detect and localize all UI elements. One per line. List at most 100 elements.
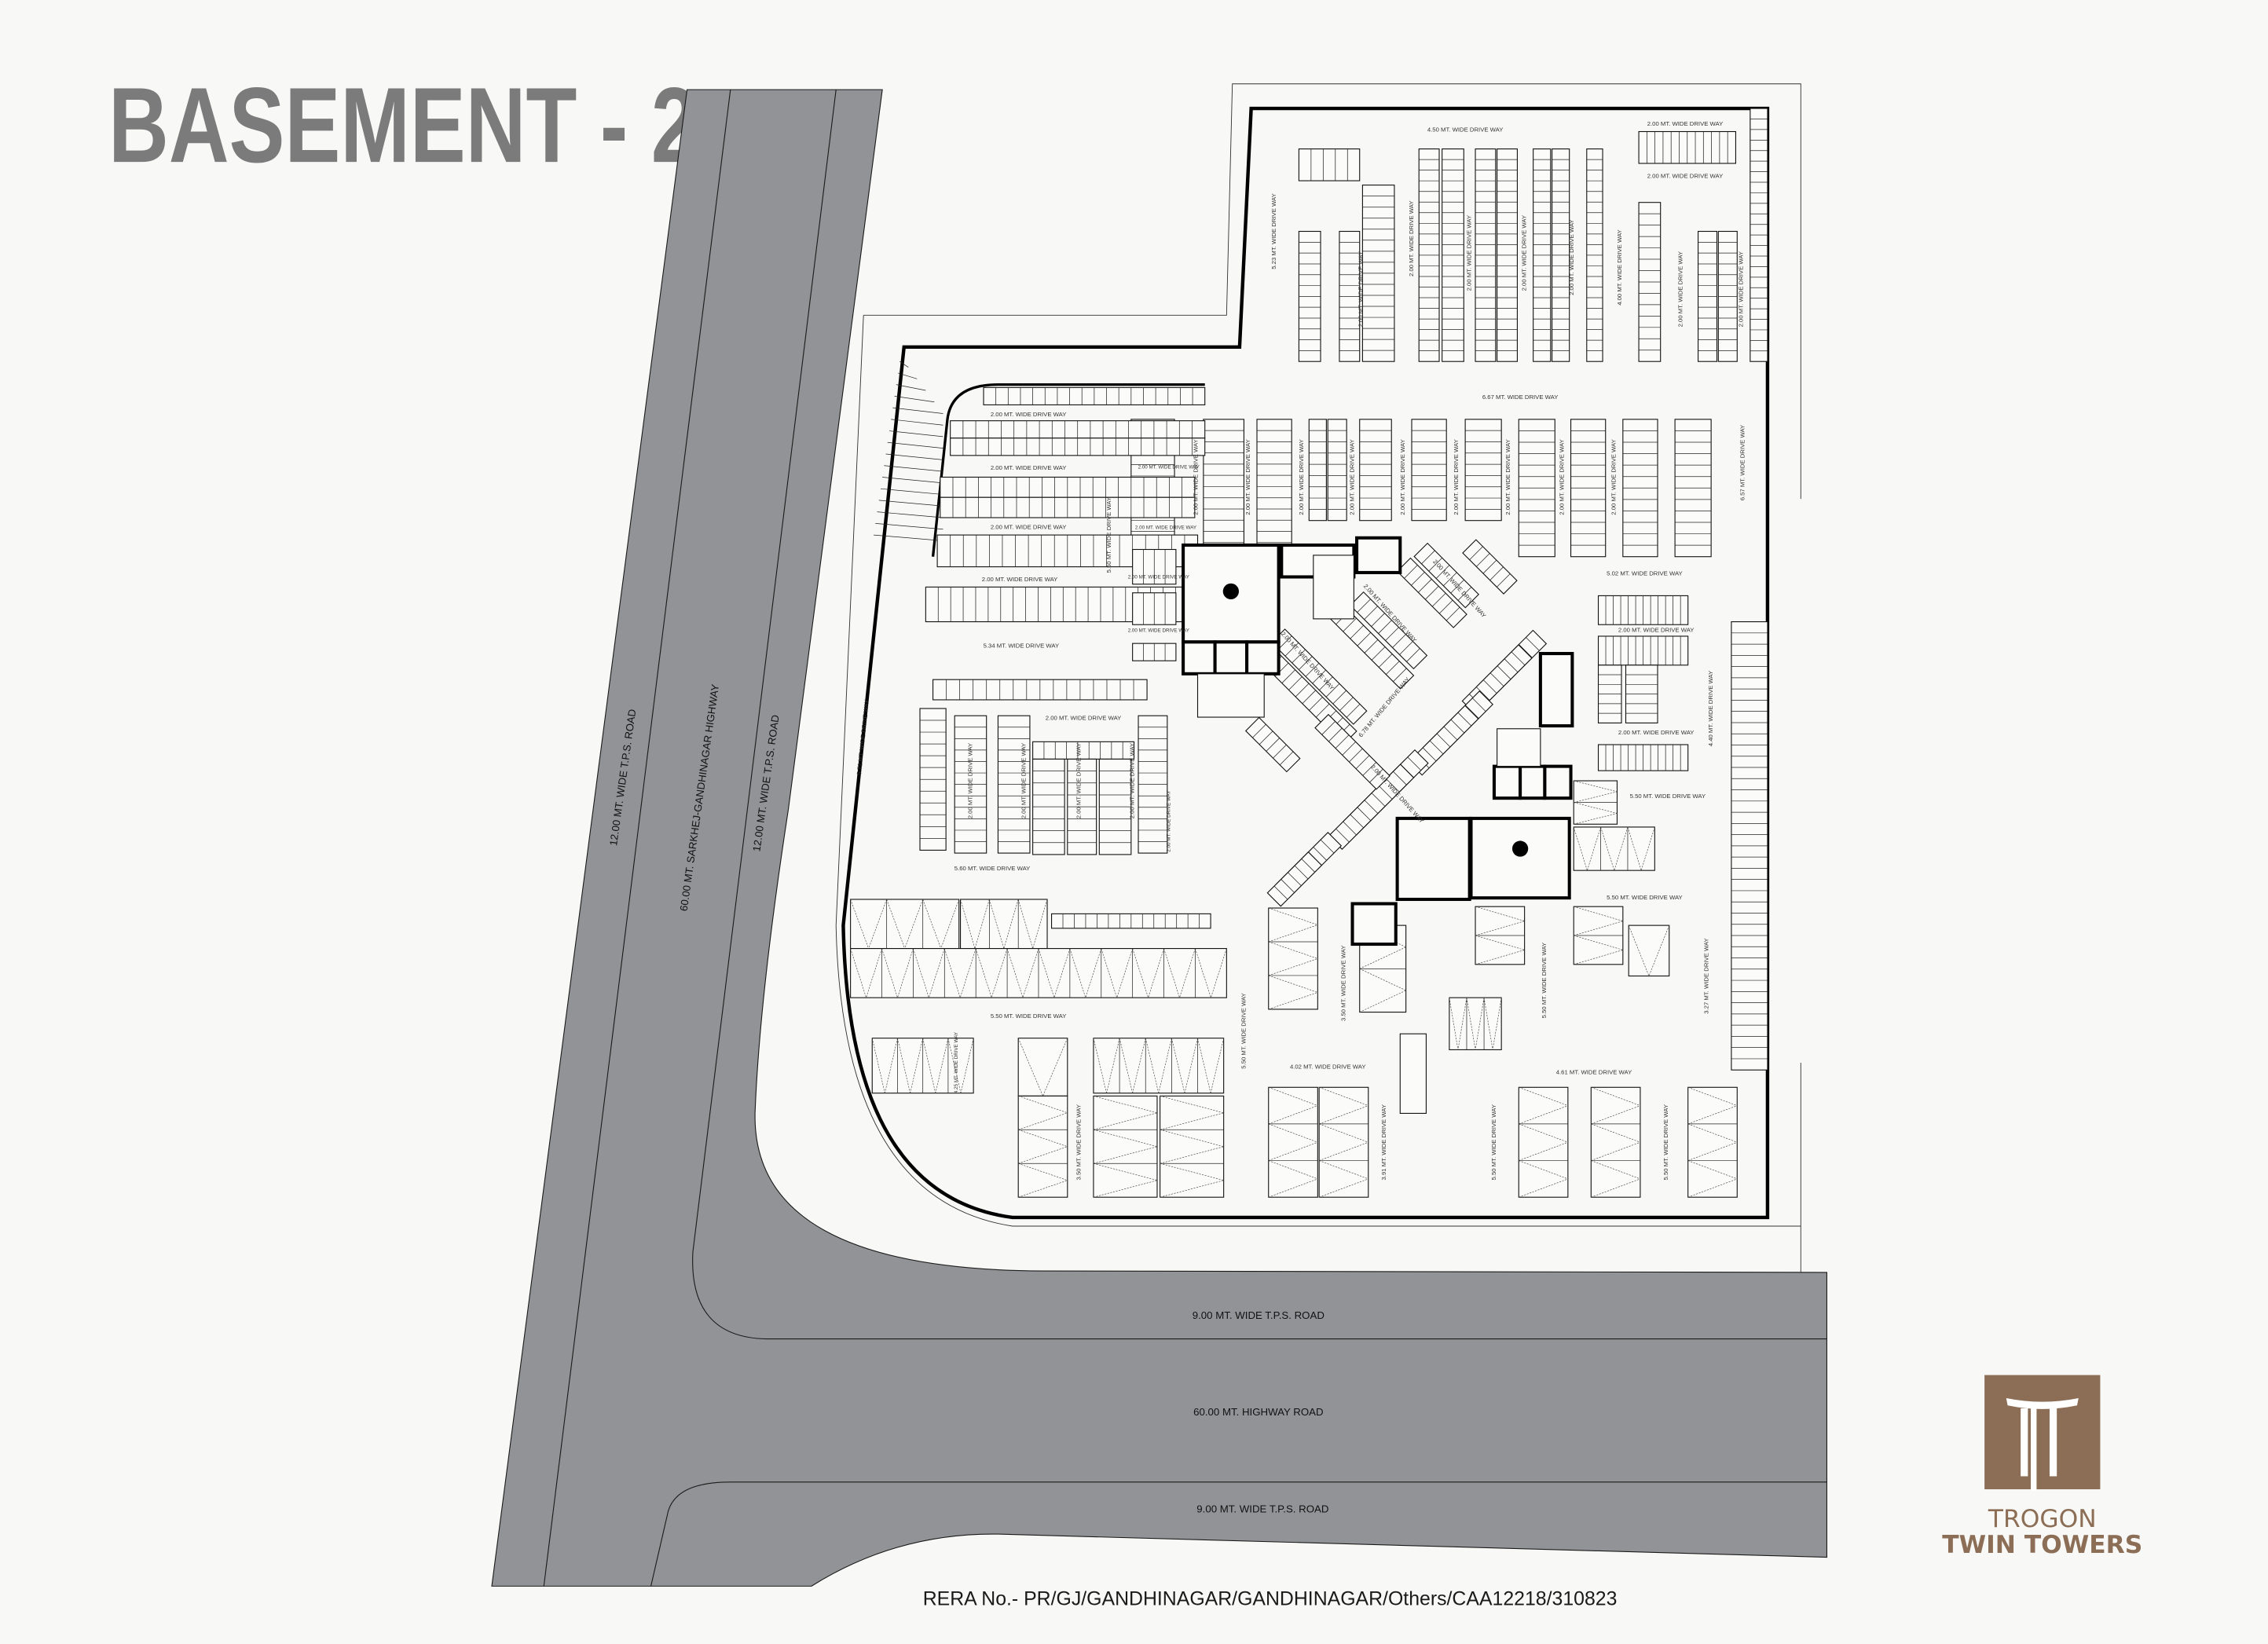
lift — [1538, 652, 1574, 728]
parking-stall — [1386, 661, 1400, 675]
parking-stall — [1371, 793, 1386, 807]
parking-block-outline — [1268, 907, 1318, 1010]
parking-stall — [1299, 656, 1313, 670]
parking-block-outline — [1411, 419, 1447, 522]
parking-block — [1597, 595, 1689, 625]
ramp-wall — [931, 383, 1205, 557]
ramp-step — [897, 372, 918, 379]
parking-stall — [886, 899, 923, 949]
parking-stall — [1443, 726, 1458, 741]
parking-block-outline — [1314, 713, 1390, 790]
parking-block — [1731, 621, 1768, 1071]
parking-stall — [1369, 768, 1383, 783]
parking-stall — [975, 948, 1008, 998]
parking-block-outline — [1573, 826, 1655, 871]
staircase — [1196, 673, 1265, 718]
parking-block — [1570, 419, 1607, 558]
drive-way-label: 2.00 MT. WIDE DRIVE WAY — [991, 464, 1067, 471]
drive-way-label: 2.00 MT. WIDE DRIVE WAY — [1408, 200, 1415, 276]
parking-block-outline — [1017, 1038, 1068, 1097]
lift — [1213, 640, 1249, 676]
parking-stall — [1281, 669, 1295, 683]
parking-stall — [1436, 733, 1451, 748]
road-divider-left — [543, 90, 731, 1587]
parking-stall — [1195, 948, 1227, 998]
parking-stall — [1350, 814, 1364, 829]
parking-stall — [1519, 644, 1533, 658]
drive-way-label: 2.00 MT. WIDE DRIVE WAY — [1348, 439, 1355, 514]
parking-block — [1298, 230, 1321, 362]
parking-block — [1017, 1038, 1068, 1097]
parking-stall — [881, 948, 914, 998]
parking-block-outline — [1359, 419, 1392, 522]
ramp-step — [896, 384, 926, 391]
parking-stall — [1392, 634, 1406, 648]
parking-block — [1396, 557, 1467, 628]
parking-stall — [913, 948, 945, 998]
drive-way-label: 2.00 MT. WIDE DRIVE WAY — [1738, 251, 1745, 327]
parking-stall — [1357, 807, 1372, 822]
road-label-lower-tps: 9.00 MT. WIDE T.P.S. ROAD — [1196, 1503, 1328, 1514]
parking-block — [1442, 148, 1464, 362]
parking-block — [940, 496, 1196, 518]
parking-stall — [1359, 968, 1406, 1012]
parking-block — [1327, 419, 1347, 522]
parking-block — [1339, 230, 1361, 362]
drive-way-label: 2.00 MT. WIDE DRIVE WAY — [1138, 464, 1200, 470]
drive-way-label: 2.00 MT. WIDE DRIVE WAY — [1465, 215, 1472, 291]
parking-stall — [1343, 821, 1357, 836]
parking-stall — [1386, 778, 1400, 793]
parking-stall — [1197, 1038, 1224, 1093]
drive-way-label: 2.00 MT. WIDE DRIVE WAY — [1128, 743, 1135, 818]
parking-stall — [1321, 721, 1336, 735]
parking-stall — [1346, 704, 1361, 718]
parking-stall — [1371, 646, 1386, 661]
parking-stall — [1357, 632, 1372, 646]
parking-block-outline — [1032, 741, 1135, 760]
drive-way-label: 6.57 MT. WIDE DRIVE WAY — [1739, 425, 1746, 500]
drive-way-label: 5.02 MT. WIDE DRIVE WAY — [1607, 570, 1683, 577]
diagonal-parking-row — [1244, 716, 1301, 773]
parking-stall — [1093, 1163, 1158, 1198]
parking-stall — [1526, 637, 1540, 651]
drive-way-label: 2.00 MT. WIDE DRIVE WAY — [1135, 525, 1197, 531]
road-surface — [491, 89, 1827, 1587]
parking-stall — [1574, 935, 1623, 965]
parking-block — [950, 420, 1206, 439]
road-divider-highway — [692, 90, 1827, 1340]
parking-block-outline — [1160, 1095, 1225, 1198]
parking-stall — [1591, 1086, 1641, 1125]
lift — [1350, 902, 1398, 946]
parking-stall — [1378, 654, 1393, 668]
parking-block — [1413, 542, 1479, 609]
parking-block — [850, 948, 1227, 998]
parking-block — [1687, 1086, 1738, 1198]
ramp-step — [887, 441, 943, 449]
parking-stall — [1574, 802, 1618, 825]
parking-stall — [1319, 1160, 1368, 1198]
parking-block — [1050, 913, 1211, 929]
parking-block-outline — [1628, 925, 1670, 977]
parking-stall — [1357, 599, 1371, 613]
diagonal-parking-row — [1314, 713, 1390, 790]
parking-block-outline — [1093, 1038, 1225, 1094]
drive-way-label: 3.50 MT. WIDE DRIVE WAY — [1075, 1104, 1082, 1180]
parking-stall — [1328, 727, 1343, 742]
lift — [1395, 816, 1471, 902]
parking-stall — [1511, 651, 1526, 666]
parking-stall — [1429, 740, 1444, 755]
brand-logo: TROGON TWIN TOWERS — [1942, 1375, 2142, 1559]
parking-block — [1132, 643, 1177, 661]
parking-stall — [1385, 627, 1399, 641]
drive-way-label: 2.00 MT. WIDE DRIVE WAY — [1520, 215, 1527, 291]
parking-block — [1098, 758, 1132, 855]
parking-stall — [1435, 565, 1450, 579]
parking-stall — [1364, 800, 1379, 814]
parking-stall — [1519, 1123, 1568, 1161]
parking-block — [1497, 148, 1518, 362]
parking-stall — [1371, 613, 1385, 627]
parking-block — [1464, 419, 1502, 522]
parking-block — [1132, 548, 1177, 585]
parking-stall — [1450, 579, 1464, 594]
drive-way-label: 5.50 MT. WIDE DRIVE WAY — [1630, 793, 1706, 800]
